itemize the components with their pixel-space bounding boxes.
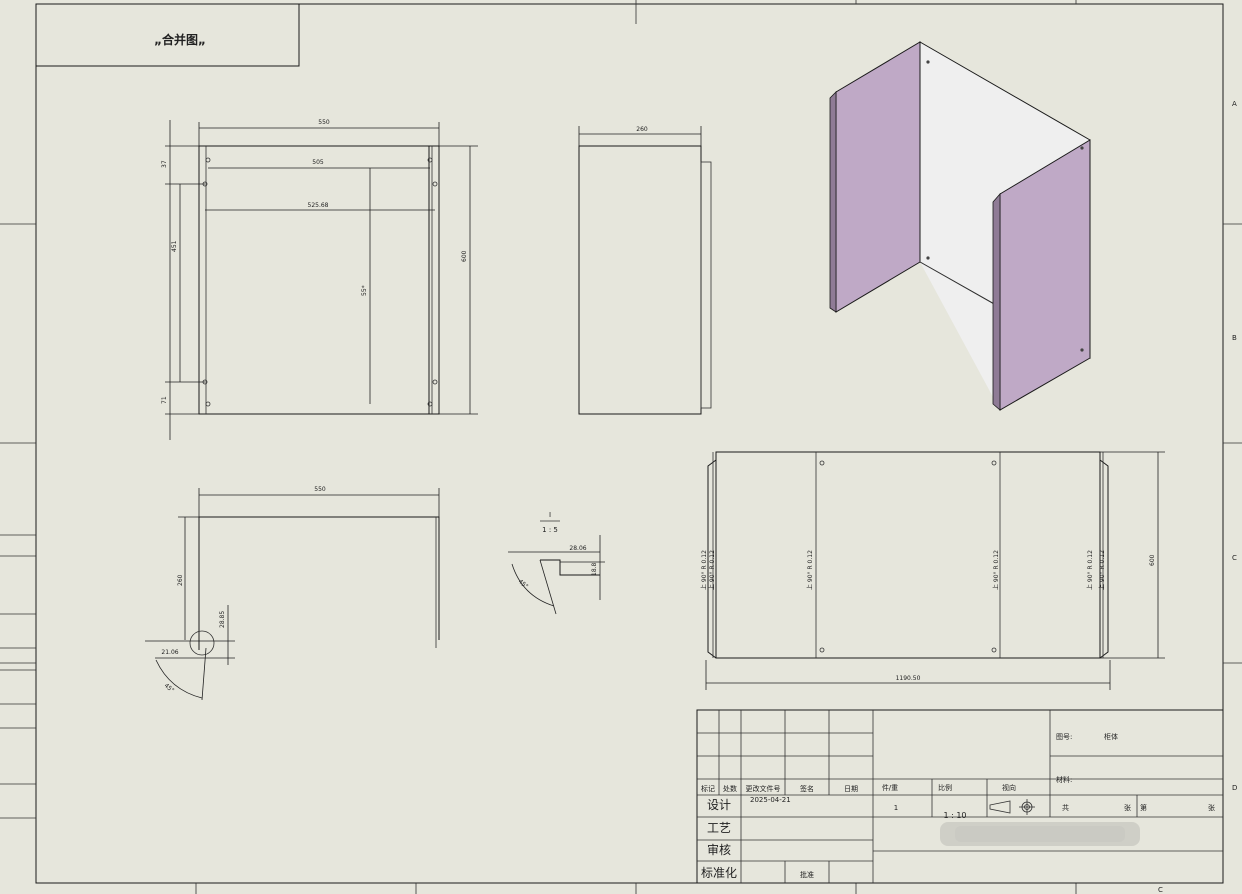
design-date: 2025-04-21 [750,796,791,804]
bend-label-4: 上 90° R 0.12 [1086,550,1094,590]
qty-value: 1 [894,804,898,812]
rev-header-date: 日期 [844,785,858,793]
bend-label-1: 上 90° R 0.12 [700,550,708,590]
projection-symbol-icon [989,799,1035,815]
front-dim-550: 550 [318,119,330,126]
side-dim-260: 260 [636,126,648,133]
flat-outline [715,451,1101,659]
weight-label: 件/重 [882,783,898,792]
front-dim-inner-height: 55* [361,285,368,296]
isometric-view [829,41,1091,411]
detail-label-scale: 1 : 5 [542,526,558,534]
side-view-outline [578,145,702,415]
scale-label: 比例 [938,783,952,792]
approve-label: 批准 [800,870,814,879]
rev-header-mark: 标记 [701,784,715,793]
front-view: 550 505 525.68 600 55* 37 451 71 [161,119,478,440]
sheet-border [35,3,1224,884]
front-dim-37: 37 [161,160,168,168]
design-label: 设计 [707,798,731,812]
front-dim-71: 71 [161,396,168,404]
front-dim-525: 525.68 [308,202,329,209]
rev-header-sign: 签名 [800,784,814,793]
rev-header-docno: 更改文件号 [746,784,781,793]
zone-letter-a: A [1232,100,1237,108]
standard-label: 标准化 [701,866,737,880]
flat-pattern: 上 90° R 0.12 上 90° R 0.12 上 90° R 0.12 上… [700,451,1165,690]
sheet-no-unit: 张 [1208,803,1215,812]
bend-label-2: 上 90° R 0.12 [806,550,814,590]
front-dim-505: 505 [312,159,324,166]
title-block: 标记 处数 更改文件号 签名 日期 设计 2025-04-21 工艺 审核 标准… [696,709,1224,884]
zone-letter-d: D [1232,784,1237,792]
iso-left-panel [835,41,921,313]
material-label: 材料: [1056,775,1072,784]
drawing-no-value: 柜体 [1104,732,1118,741]
detail-dim-angle: 45° [517,578,530,590]
zone-letter-bottom: C [1158,886,1163,894]
sheet-no-label: 第 [1140,803,1147,812]
zone-letter-b: B [1232,334,1237,342]
side-view: 260 [578,126,712,415]
top-view: 550 260 28.85 21.06 45° [145,486,440,701]
drawing-no-label: 图号: [1056,733,1072,741]
view-label: 视向 [1002,783,1016,792]
detail-view: I 1 : 5 28.06 18.8 45° [508,511,605,615]
front-view-outline [198,145,440,415]
top-dim-260: 260 [177,574,184,586]
front-dim-600: 600 [461,250,468,262]
sheet-total-label: 共 [1062,803,1069,812]
top-dim-small2: 21.06 [161,649,178,656]
bend-label-3: 上 90° R 0.12 [992,550,1000,590]
detail-label-top: I [549,511,551,519]
zone-letter-c: C [1232,554,1237,562]
front-dim-451: 451 [171,240,178,252]
sheet-total-unit: 张 [1124,803,1131,812]
bend-label-5: 上 90° R 0.12 [708,550,716,590]
title-box [35,3,300,67]
zone-letters: A B C D C [1158,100,1237,894]
flat-dim-height: 600 [1149,554,1156,566]
scale-value: 1 : 10 [943,811,966,820]
review-label: 审核 [707,842,731,857]
process-label: 工艺 [707,821,731,835]
top-detail-circle [189,630,215,656]
top-dim-550: 550 [314,486,326,493]
rev-header-count: 处数 [723,784,737,793]
bend-label-6: 上 90° R 0.12 [1098,550,1106,590]
redacted-company-name [940,822,1140,846]
detail-dim-1: 28.06 [569,545,586,552]
flat-dim-length: 1190.50 [896,675,921,682]
title-box-text: „合并图„ [154,32,206,47]
top-dim-small1: 28.85 [219,611,226,628]
detail-dim-2: 18.8 [591,562,598,576]
